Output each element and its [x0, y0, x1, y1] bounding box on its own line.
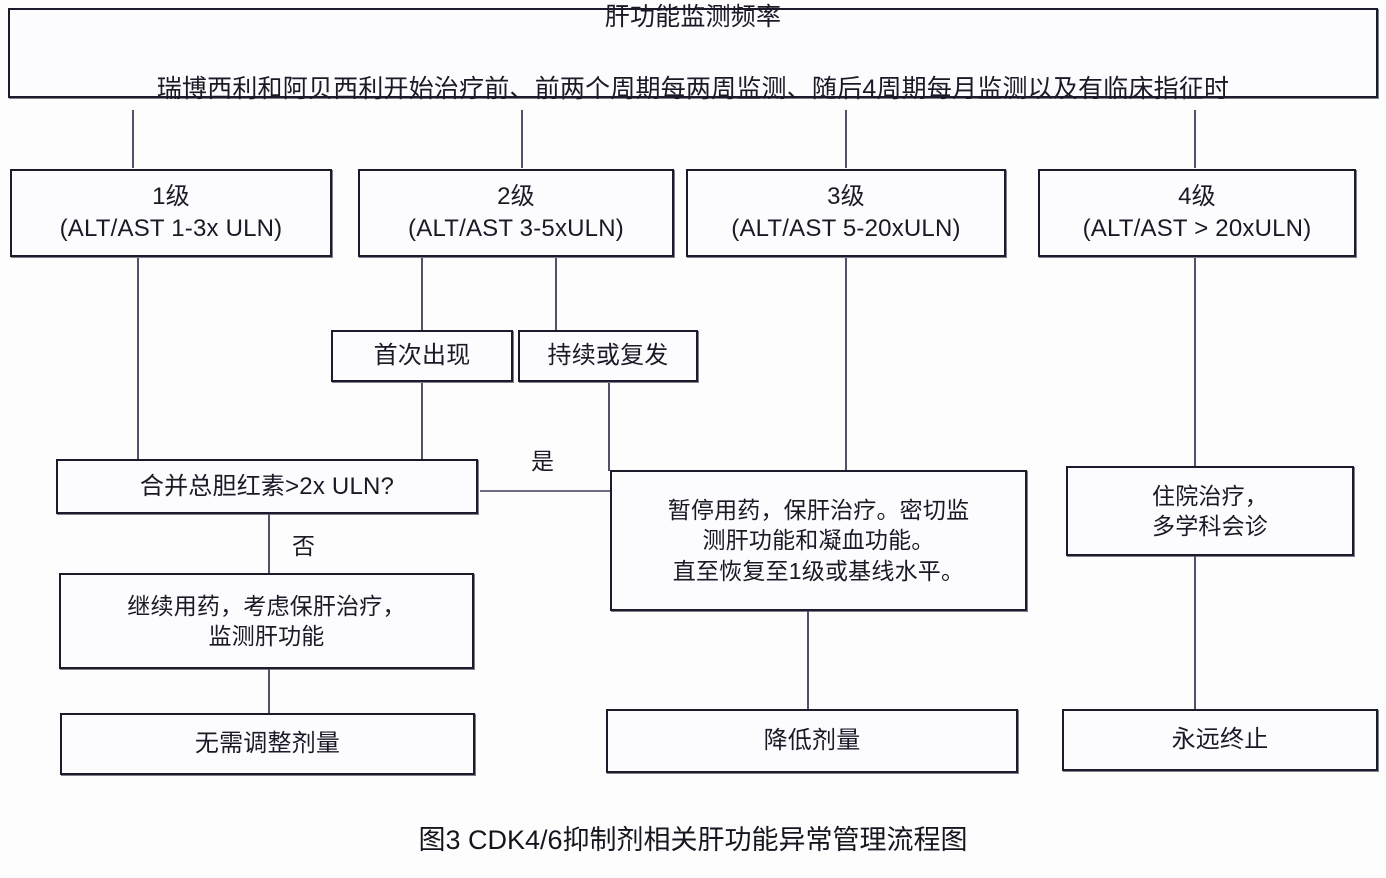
grade-2-box: 2级 (ALT/AST 3-5xULN)	[358, 169, 674, 257]
figure-caption: 图3 CDK4/6抑制剂相关肝功能异常管理流程图	[418, 825, 968, 855]
no-edge-label: 否	[292, 533, 315, 559]
connector-hold-drug-to-reduce-dose	[807, 611, 809, 709]
header-title: 肝功能监测频率	[604, 2, 782, 31]
continue-drug-action-box: 继续用药，考虑保肝治疗， 监测肝功能	[59, 573, 474, 669]
connector-header-to-grade-3	[845, 110, 847, 168]
grade-4-box: 4级 (ALT/AST > 20xULN)	[1038, 169, 1356, 257]
connector-persistent-down	[608, 383, 610, 471]
connector-bilirubin-yes-to-hold-drug	[480, 490, 610, 492]
header-subtitle: 瑞博西利和阿贝西利开始治疗前、前两个周期每两周监测、随后4周期每月监测以及有临床…	[156, 74, 1230, 103]
connector-grade-2-to-persistent	[555, 258, 557, 330]
connector-continue-to-no-adjust	[268, 669, 270, 714]
connector-hospitalize-to-permanent-stop	[1194, 556, 1196, 709]
connector-grade-3-to-hold-drug	[845, 258, 847, 470]
connector-first-occurrence-down	[421, 383, 423, 460]
connector-header-to-grade-4	[1194, 110, 1196, 168]
first-occurrence-box: 首次出现	[331, 330, 513, 382]
connector-grade-4-to-hospitalize	[1194, 258, 1196, 466]
reduce-dose-box: 降低剂量	[606, 709, 1018, 773]
connector-bilirubin-no-to-continue	[268, 514, 270, 573]
permanent-stop-box: 永远终止	[1062, 709, 1378, 771]
persistent-or-recurrent-box: 持续或复发	[518, 330, 698, 382]
connector-header-to-grade-2	[521, 110, 523, 168]
grade-1-box: 1级 (ALT/AST 1-3x ULN)	[10, 169, 332, 257]
connector-grade-2-to-first-occurrence	[421, 258, 423, 330]
bilirubin-decision-box: 合并总胆红素>2x ULN?	[56, 459, 478, 514]
hospitalize-action-box: 住院治疗， 多学科会诊	[1066, 466, 1354, 556]
yes-edge-label: 是	[531, 448, 554, 474]
connector-grade-1-to-bilirubin	[137, 258, 139, 459]
grade-3-box: 3级 (ALT/AST 5-20xULN)	[686, 169, 1006, 257]
monitoring-frequency-header: 肝功能监测频率 瑞博西利和阿贝西利开始治疗前、前两个周期每两周监测、随后4周期每…	[8, 3, 1378, 103]
no-dose-adjustment-box: 无需调整剂量	[60, 713, 475, 775]
hold-drug-action-box: 暂停用药，保肝治疗。密切监 测肝功能和凝血功能。 直至恢复至1级或基线水平。	[610, 470, 1027, 611]
connector-header-to-grade-1	[132, 110, 134, 168]
